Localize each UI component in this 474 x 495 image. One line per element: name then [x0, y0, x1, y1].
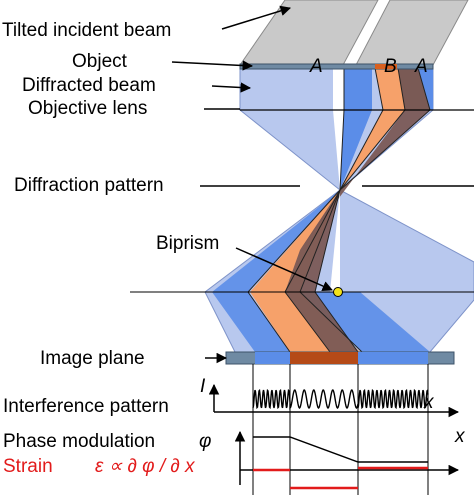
- white-gap-cone: [333, 110, 344, 190]
- label-biprism: Biprism: [156, 233, 219, 254]
- phase-curve: [253, 436, 428, 463]
- incident-beam-left: [239, 0, 379, 66]
- label-object: Object: [72, 51, 128, 72]
- blue-beam-lower-left: [212, 190, 340, 352]
- image-plane-blue-left: [255, 352, 290, 364]
- blue-beam-left-upper: [344, 68, 372, 110]
- label-strain: Strain: [3, 456, 53, 477]
- pointer-biprism: [235, 247, 333, 292]
- pointer-tilted-beam: [221, 5, 292, 30]
- orange-beam-upper: [375, 68, 405, 110]
- blue-beam-cone: [340, 110, 372, 190]
- label-image-plane: Image plane: [40, 348, 145, 369]
- biprism-wire: [333, 287, 343, 297]
- label-objective-lens: Objective lens: [28, 98, 147, 119]
- symbol-strain-formula: ε ∝ ∂ φ / ∂ x: [95, 456, 196, 477]
- beam-edge-4: [314, 67, 431, 353]
- interference-fringes: [252, 388, 429, 410]
- brown-beam-upper: [398, 68, 430, 110]
- label-phase-modulation: Phase modulation: [3, 431, 155, 452]
- object-bar: [239, 63, 434, 70]
- pointer-diffracted-beam: [211, 82, 252, 93]
- symbol-region-a-right: A: [414, 56, 428, 77]
- label-tilted-incident-beam: Tilted incident beam: [2, 20, 171, 41]
- object-region-b: [375, 64, 397, 69]
- symbol-region-a-left: A: [309, 56, 323, 77]
- pointer-object: [171, 60, 254, 71]
- symbol-phase: φ: [199, 431, 211, 452]
- image-plane-blue-right: [358, 352, 428, 364]
- label-interference-pattern: Interference pattern: [3, 396, 169, 417]
- white-gap-upper: [333, 68, 344, 110]
- blue-beam-lower-right: [300, 292, 430, 352]
- symbol-intensity-axis: I: [200, 376, 206, 397]
- image-plane-brown: [290, 352, 358, 364]
- label-diffracted-beam: Diffracted beam: [22, 75, 156, 96]
- brown-beam-lower: [285, 190, 358, 352]
- symbol-x-axis-1: x: [423, 392, 435, 413]
- white-gap-lower: [330, 190, 340, 292]
- label-diffraction-pattern: Diffraction pattern: [14, 175, 164, 196]
- symbol-region-b: B: [384, 56, 397, 77]
- symbol-x-axis-2: x: [454, 426, 466, 447]
